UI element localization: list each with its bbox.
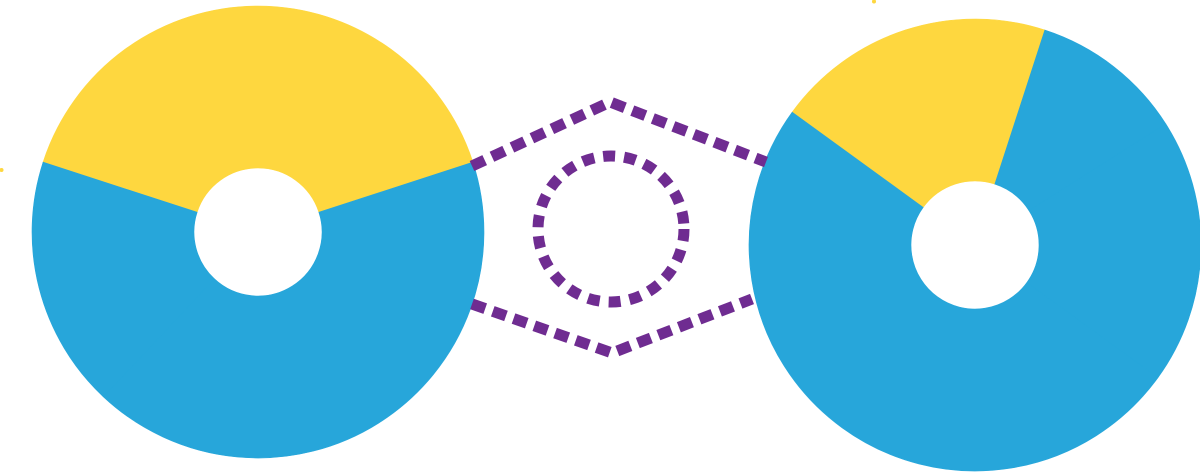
blue-segment — [31, 161, 215, 398]
connector-bottom-line — [470, 293, 754, 359]
blue-segment — [102, 161, 485, 459]
dashed-circle — [532, 150, 690, 308]
yellow-dot — [872, 0, 876, 4]
blue-segment — [994, 29, 1167, 212]
blue-segment — [748, 111, 1159, 472]
connector-top-line — [469, 96, 768, 171]
left-donut-chart — [31, 5, 485, 459]
yellow-segment — [42, 5, 474, 213]
dashed-hexagon-connector — [469, 96, 768, 359]
right-donut-chart — [748, 18, 1200, 472]
blue-segment — [1026, 123, 1200, 379]
yellow-segment — [791, 18, 1046, 208]
yellow-dot — [0, 168, 4, 172]
